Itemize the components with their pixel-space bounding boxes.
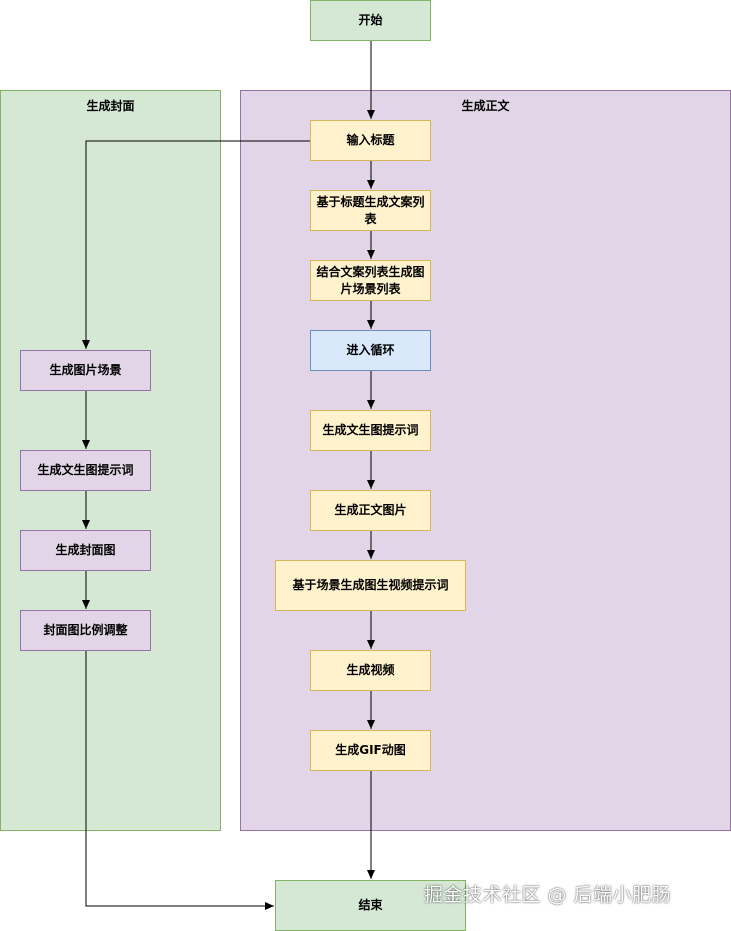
enter-loop-node: 进入循环 [310, 330, 431, 371]
t2i-prompt-node: 生成文生图提示词 [310, 410, 431, 451]
gif-node: 生成GIF动图 [310, 730, 431, 771]
cover-scene-node: 生成图片场景 [20, 350, 151, 391]
copy-list-node: 基于标题生成文案列表 [310, 190, 431, 231]
end-node: 结束 [275, 880, 466, 931]
watermark-text: 掘金技术社区 @ 后端小肥肠 [424, 884, 672, 906]
input-title-node: 输入标题 [310, 120, 431, 161]
start-node: 开始 [310, 0, 431, 41]
scene-list-node: 结合文案列表生成图片场景列表 [310, 260, 431, 301]
cover-ratio-node: 封面图比例调整 [20, 610, 151, 651]
edge-input-coverscene [82, 140, 310, 349]
cover-image-node: 生成封面图 [20, 530, 151, 571]
edge-ratio-end [85, 651, 274, 910]
i2v-prompt-node: 基于场景生成图生视频提示词 [275, 560, 466, 611]
cover-t2i-prompt-node: 生成文生图提示词 [20, 450, 151, 491]
body-lane-title: 生成正文 [461, 99, 510, 113]
body-image-node: 生成正文图片 [310, 490, 431, 531]
video-node: 生成视频 [310, 650, 431, 691]
cover-lane-title: 生成封面 [86, 99, 135, 113]
